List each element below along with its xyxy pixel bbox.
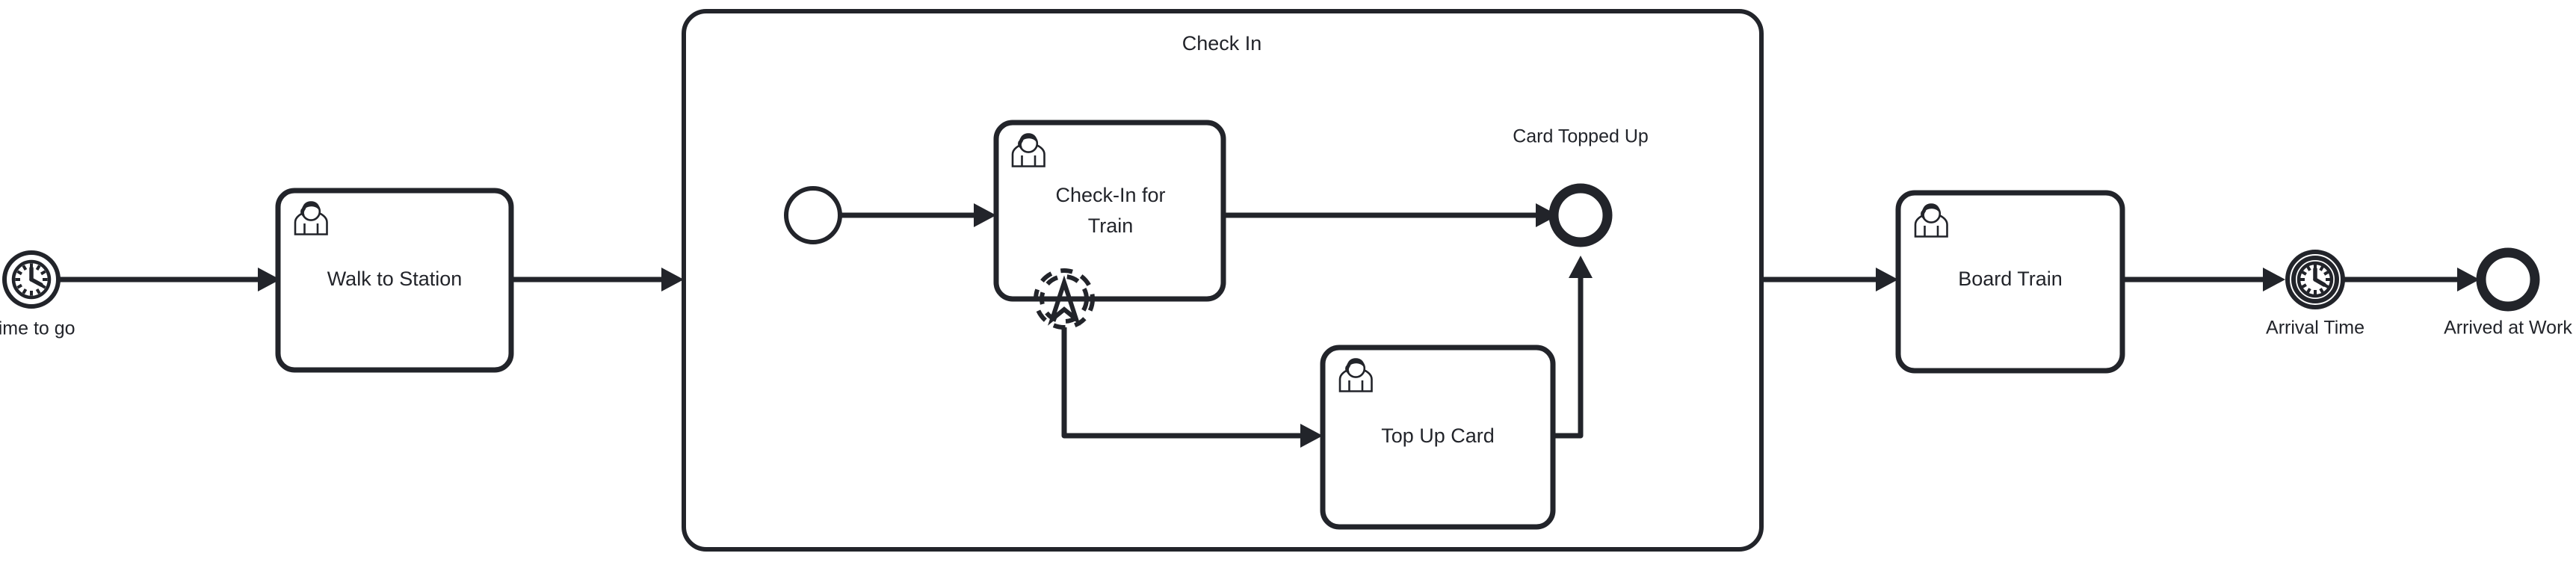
flow-start-to-walk (58, 268, 280, 291)
task-top-up-card[interactable]: Top Up Card (1320, 345, 1556, 530)
task-board-train[interactable]: Board Train (1895, 190, 2125, 374)
flow-board-train-to-arrival-time (2122, 268, 2285, 291)
task-label-check-in-line1: Check-In for (1055, 184, 1165, 206)
flow-subprocess-to-board-train (1761, 268, 1898, 291)
flow-walk-to-subprocess (511, 268, 684, 291)
task-label-walk-to-station: Walk to Station (327, 268, 463, 290)
start-event-circle (784, 186, 842, 244)
task-label-top-up-card: Top Up Card (1381, 424, 1495, 447)
end-event-circle (2476, 247, 2540, 312)
person-icon (1914, 203, 1948, 238)
end-event-circle (1548, 183, 1613, 247)
escalation-icon (1047, 275, 1081, 326)
person-icon (1338, 358, 1373, 392)
clock-icon (11, 259, 52, 300)
task-label-check-in-line2: Train (1088, 214, 1134, 237)
event-arrival-time[interactable]: Arrival Time (2266, 250, 2365, 339)
event-card-topped-up[interactable]: Card Topped Up (1513, 126, 1649, 247)
task-check-in-for-train[interactable]: Check-In for Train (993, 120, 1226, 302)
event-label-card-topped-up: Card Topped Up (1513, 126, 1649, 147)
task-box-border (993, 120, 1226, 302)
event-subprocess-start[interactable] (784, 186, 842, 244)
event-time-to-go[interactable]: Time to go (0, 250, 75, 339)
event-label-arrived-at-work: Arrived at Work (2444, 318, 2572, 339)
boundary-inner-circle (1040, 274, 1089, 324)
flow-arrival-time-to-arrived (2343, 268, 2480, 291)
person-icon (294, 201, 328, 235)
flow-boundary-to-topup (1061, 327, 1323, 448)
flow-innerstart-to-checkin (840, 203, 996, 227)
clock-icon (2297, 261, 2334, 298)
flow-checkin-to-cardtoppedup (1223, 203, 1558, 227)
subprocess-label: Check In (1182, 32, 1262, 55)
event-label-arrival-time: Arrival Time (2266, 318, 2365, 339)
flow-topup-to-cardtoppedup (1553, 256, 1593, 439)
person-icon (1011, 133, 1045, 167)
task-walk-to-station[interactable]: Walk to Station (275, 188, 514, 373)
task-label-board-train: Board Train (1958, 268, 2063, 290)
event-arrived-at-work[interactable]: Arrived at Work (2444, 247, 2572, 339)
event-label-time-to-go: Time to go (0, 318, 75, 339)
